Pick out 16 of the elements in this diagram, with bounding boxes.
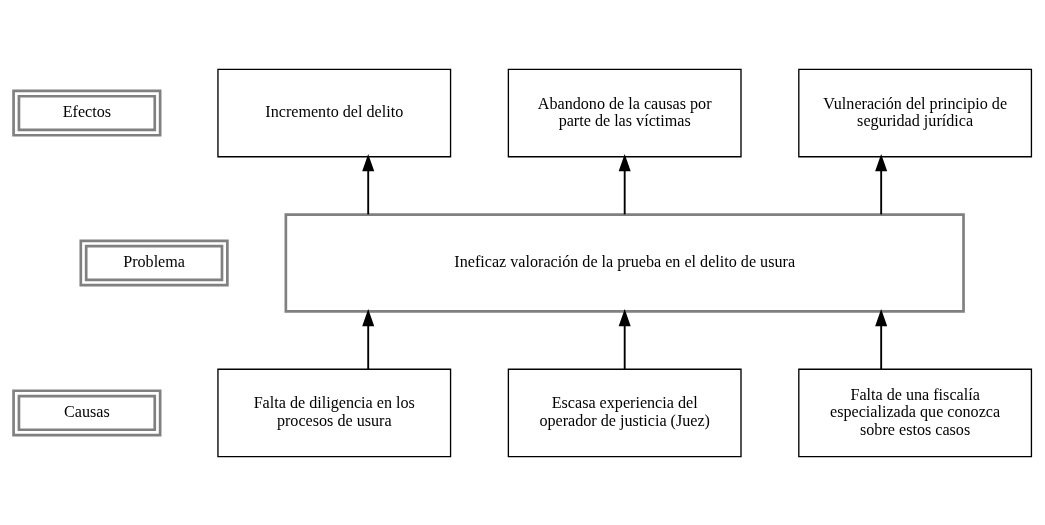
arrow [875,308,888,370]
node-box: Falta de diligencia en los procesos de usura [217,368,452,457]
node-box: Escasa experiencia del operador de justicia (Juez) [507,368,742,457]
node-box: Incremento del delito [217,68,452,157]
node-box: Ineficaz valoración de la prueba en el delito de usura [284,212,965,313]
arrow [875,153,888,215]
node-box: Causas [12,388,162,436]
node-box: Vulneración del principio de seguridad jurídica [798,68,1033,157]
arrow [618,308,631,370]
node-box: Efectos [12,89,162,137]
arrow [362,153,375,215]
node-box: Falta de una fiscalía especializada que conozca sobre estos casos [798,368,1033,457]
node-box: Abandono de la causas por parte de las víctimas [507,68,742,157]
arrow [618,153,631,215]
node-box: Problema [79,238,229,287]
arrow [362,308,375,370]
